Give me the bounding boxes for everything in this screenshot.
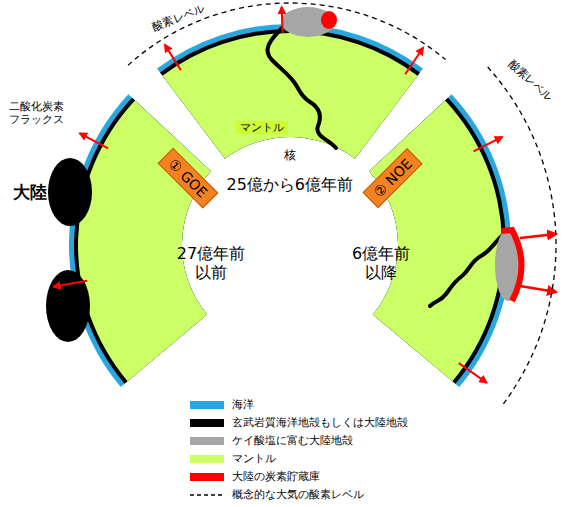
- mantle-layer: [162, 33, 417, 159]
- core-label: 核: [283, 148, 297, 162]
- co2-flux-arrow: [459, 363, 487, 383]
- period-label: 25億から6億年前: [226, 175, 355, 194]
- ocean-layer: [157, 24, 423, 159]
- legend-swatch: [190, 455, 224, 463]
- legend-dashed-sample: [190, 494, 224, 495]
- oxygen-level-label: 酸素レベル: [149, 0, 207, 34]
- legend-text: 概念的な大気の酸素レベル: [232, 488, 364, 502]
- co2-flux-arrow: [474, 137, 503, 152]
- crust-layer: [369, 98, 506, 384]
- carbon-reservoir: [321, 11, 337, 29]
- legend-text: マントル: [232, 452, 276, 466]
- co2-flux-arrow: [80, 133, 108, 148]
- continent-label: 大陸: [12, 182, 48, 202]
- period-label: 6億年前 以降: [344, 244, 418, 282]
- co2-flux-arrow: [520, 286, 556, 292]
- oxygen-level-line: [488, 67, 556, 405]
- ocean-layer: [69, 94, 211, 387]
- continent-block: [46, 270, 90, 342]
- carbon-reservoir: [502, 230, 522, 301]
- mantle-layer: [78, 100, 211, 381]
- co2-flux-arrow: [405, 48, 423, 75]
- legend-swatch: [190, 437, 224, 445]
- silicate-crust: [495, 229, 521, 301]
- co2-flux-label: 二酸化炭素 フラックス: [8, 100, 72, 126]
- oxygen-level-label: 酸素レベル: [504, 56, 555, 104]
- mantle-label: マントル: [236, 121, 288, 134]
- legend-text: 玄武岩質海洋地殻もしくは大陸地殻: [232, 416, 408, 430]
- legend-swatch: [190, 473, 224, 481]
- co2-flux-arrow: [54, 281, 87, 287]
- period-label: 27億年前 以前: [170, 244, 252, 282]
- crust-layer: [74, 98, 211, 384]
- ocean-layer: [369, 94, 511, 387]
- legend-text: 大陸の炭素貯蔵庫: [232, 470, 320, 484]
- subducting-slab: [430, 234, 504, 306]
- continent-block: [48, 158, 92, 226]
- mantle-layer: [369, 100, 502, 381]
- legend-text: ケイ酸塩に富む大陸地殻: [232, 434, 353, 448]
- co2-flux-arrow: [165, 45, 181, 70]
- legend-swatch: [190, 401, 224, 409]
- co2-flux-arrow: [281, 7, 284, 33]
- legend-swatch: [190, 419, 224, 427]
- legend-text: 海洋: [232, 398, 254, 412]
- co2-flux-arrow: [520, 234, 556, 238]
- crust-layer: [160, 29, 420, 159]
